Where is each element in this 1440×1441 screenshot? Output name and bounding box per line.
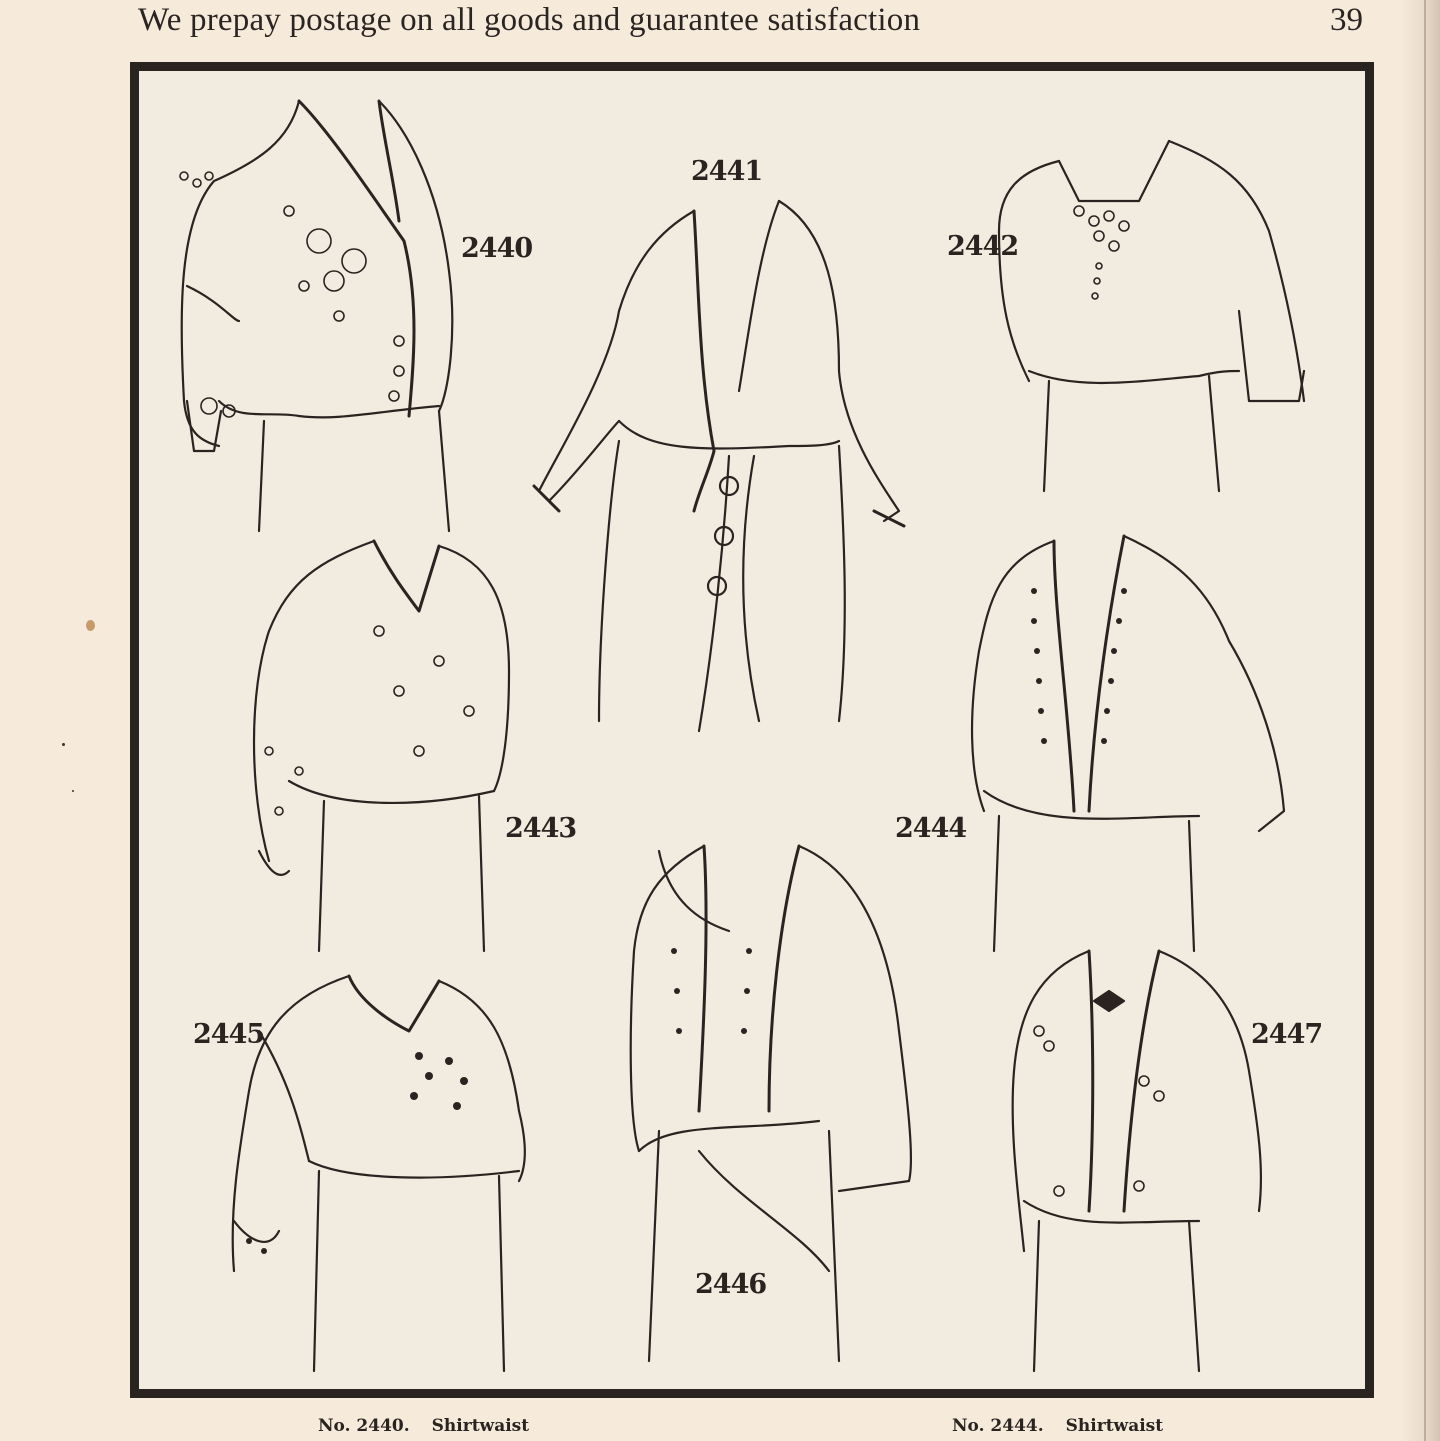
figure-2441-drawing — [532, 199, 906, 733]
caption-2444: No. 2444. Shirtwaist — [952, 1416, 1163, 1436]
caption-title: Shirtwaist — [431, 1416, 530, 1436]
figure-2443-drawing — [252, 539, 511, 953]
figure-label-2442: 2442 — [947, 231, 1019, 262]
garment-illustrations — [179, 99, 1306, 1373]
figure-2446-drawing — [629, 844, 913, 1363]
figure-label-2445: 2445 — [193, 1019, 265, 1050]
figure-2444-drawing — [970, 534, 1286, 953]
figure-label-2444: 2444 — [895, 813, 967, 844]
figure-label-2441: 2441 — [691, 156, 763, 187]
figure-label-2447: 2447 — [1251, 1019, 1323, 1050]
page-number: 39 — [1330, 2, 1363, 38]
figure-label-2446: 2446 — [695, 1269, 767, 1300]
page-gutter-line — [1424, 0, 1426, 1441]
paper-stain — [86, 620, 95, 631]
illustration-plate: 2440 2441 2442 2443 2444 2445 2446 2447 — [130, 62, 1374, 1398]
running-head: We prepay postage on all goods and guara… — [138, 2, 921, 38]
figure-2445-drawing — [231, 974, 526, 1373]
caption-number: No. 2444. — [952, 1416, 1044, 1436]
caption-number: No. 2440. — [318, 1416, 410, 1436]
paper-speck — [62, 743, 65, 746]
figure-label-2440: 2440 — [461, 233, 533, 264]
figure-2447-drawing — [1011, 949, 1263, 1373]
caption-2440: No. 2440. Shirtwaist — [318, 1416, 529, 1436]
paper-speck — [72, 790, 74, 792]
page-gutter-shadow — [1400, 0, 1440, 1441]
figure-2440-drawing — [179, 99, 454, 533]
figure-label-2443: 2443 — [505, 813, 577, 844]
caption-title: Shirtwaist — [1065, 1416, 1164, 1436]
figure-2442-drawing — [997, 139, 1306, 493]
